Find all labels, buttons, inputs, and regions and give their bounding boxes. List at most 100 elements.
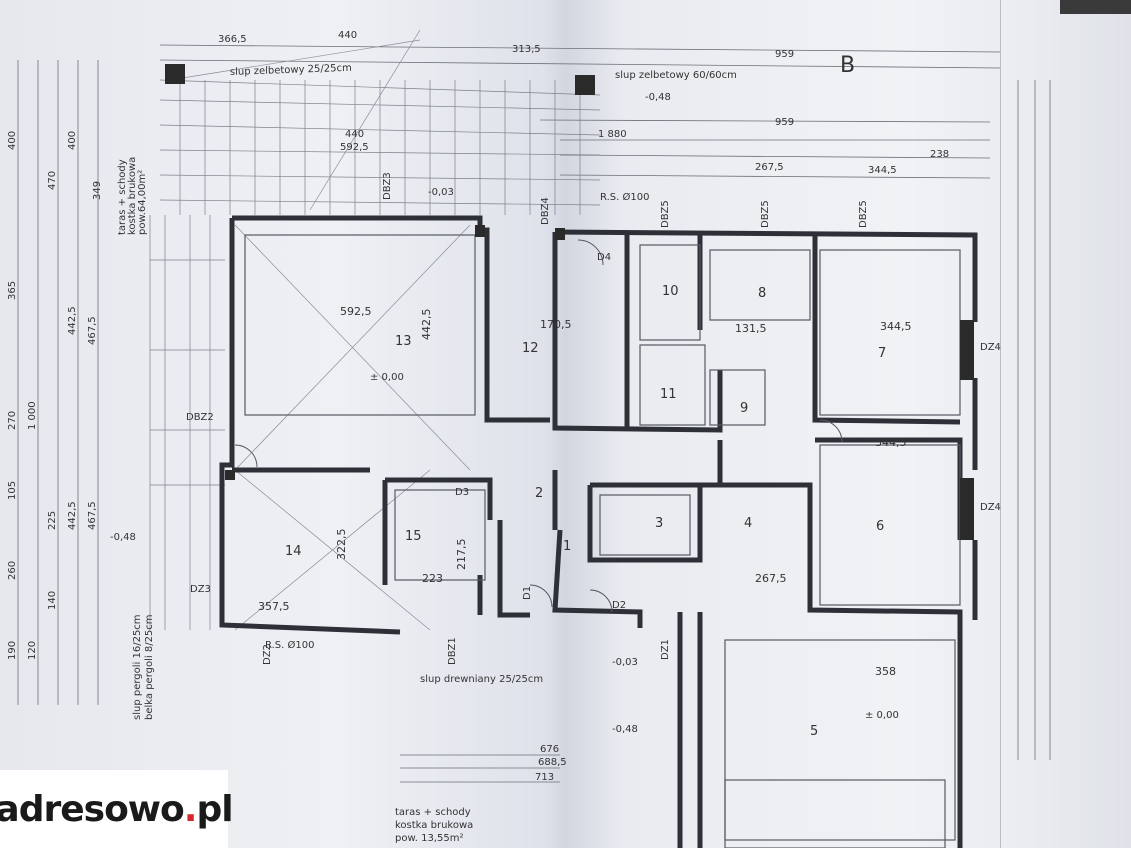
terrace-top-material: kostka brukowa — [127, 157, 138, 235]
dim-left-4: 365 — [7, 281, 18, 300]
room-6-width-top: 344,5 — [875, 436, 907, 449]
dim-left-6: 467,5 — [87, 316, 98, 345]
background-corner — [1060, 0, 1131, 14]
pergola-beam-note: belka pergoli 8/25cm — [144, 614, 155, 720]
level-mark-left: -0,48 — [110, 532, 136, 543]
room-15-width: 223 — [422, 572, 443, 585]
level-mark-top: -0,48 — [645, 92, 671, 103]
door-label-dz1: DZ1 — [660, 639, 671, 660]
room-number-11: 11 — [660, 387, 677, 402]
dim-left-14: 190 — [7, 641, 18, 660]
door-labels: DBZ3 DBZ4 DBZ5 DBZ5 DBZ5 DBZ2 DBZ1 DZ4 D… — [186, 172, 1001, 665]
room-number-14: 14 — [285, 544, 302, 559]
room-number-1: 1 — [563, 539, 571, 554]
dim-top-2: 313,5 — [512, 44, 541, 55]
watermark-logo: adresowo.pl — [0, 770, 234, 848]
dim-top-4: 592,5 — [340, 142, 369, 153]
door-label-dbz5-c: DBZ5 — [858, 200, 869, 228]
door-label-d3: D3 — [455, 487, 469, 498]
dim-left-0: 400 — [7, 131, 18, 150]
dim-top-3: 959 — [775, 49, 794, 60]
dim-top-8: 267,5 — [755, 162, 784, 173]
dim-top-7: 1 880 — [598, 129, 627, 140]
watermark-dot: . — [183, 788, 198, 830]
room-7-width: 344,5 — [880, 320, 912, 333]
terrace-bottom-label: taras + schody — [395, 807, 471, 818]
watermark-text: adresowo.pl — [0, 788, 234, 830]
room-number-9: 9 — [740, 401, 748, 416]
room-number-15: 15 — [405, 529, 422, 544]
room-4-width: 267,5 — [755, 572, 787, 585]
room-5-width: 358 — [875, 665, 896, 678]
terrace-top-label: taras + schody — [117, 159, 128, 235]
dimension-lines — [17, 44, 1051, 783]
paper-page-edge — [1000, 0, 1131, 848]
room-number-3: 3 — [655, 516, 663, 531]
room-number-10: 10 — [662, 284, 679, 299]
dim-top-6: 959 — [775, 117, 794, 128]
dim-bottom-0: 676 — [540, 744, 559, 755]
dim-left-16: 120 — [27, 641, 38, 660]
dim-bottom-2: 713 — [535, 772, 554, 783]
door-label-d2: D2 — [612, 600, 626, 611]
room-14-width: 357,5 — [258, 600, 290, 613]
room-number-6: 6 — [876, 519, 884, 534]
door-label-dz2: DZ2 — [262, 644, 273, 665]
left-dimensions: 400 470 400 349 365 442,5 467,5 1 000 27… — [7, 131, 103, 660]
room-number-8: 8 — [758, 286, 766, 301]
dim-left-10: 225 — [47, 511, 58, 530]
room-12-width: 170,5 — [540, 318, 572, 331]
dim-left-11: 442,5 — [67, 501, 78, 530]
door-label-dbz2: DBZ2 — [186, 412, 214, 423]
watermark-brand: adresowo — [0, 788, 185, 830]
level-mark-garage: ± 0,00 — [865, 710, 899, 721]
room-15-depth: 217,5 — [455, 539, 468, 571]
room-number-7: 7 — [878, 346, 886, 361]
annotations: slup zelbetowy 25/25cm slup zelbetowy 60… — [110, 53, 899, 844]
dim-left-2: 400 — [67, 131, 78, 150]
door-label-dz4-b: DZ4 — [980, 502, 1001, 513]
terrace-top-area: pow.64,00m² — [137, 170, 148, 235]
room-numbers: 13 14 15 12 10 11 8 9 7 6 4 3 2 1 5 — [285, 284, 886, 739]
terrace-bottom-material: kostka brukowa — [395, 820, 473, 831]
section-marker: B — [840, 53, 855, 78]
dim-top-5: 440 — [345, 129, 364, 140]
top-dimensions: 366,5 440 313,5 959 592,5 440 959 1 880 … — [218, 30, 949, 176]
room-13-depth: 442,5 — [420, 309, 433, 341]
dim-left-12: 467,5 — [87, 501, 98, 530]
room-13-width: 592,5 — [340, 305, 372, 318]
rain-pipe-top: R.S. Ø100 — [600, 191, 649, 203]
roof-lines — [169, 29, 471, 631]
level-mark-entry-top: -0,03 — [428, 187, 454, 198]
dim-top-0: 366,5 — [218, 34, 247, 45]
door-label-dbz5-b: DBZ5 — [760, 200, 771, 228]
door-label-dbz4: DBZ4 — [540, 197, 551, 225]
dim-left-9: 105 — [7, 481, 18, 500]
dim-left-3: 349 — [92, 181, 103, 200]
dim-left-5: 442,5 — [67, 306, 78, 335]
dim-left-13: 260 — [7, 561, 18, 580]
pergola-column-note: slup pergoli 16/25cm — [132, 614, 143, 720]
rain-pipe-left: R.S. Ø100 — [265, 639, 314, 651]
dim-left-7: 1 000 — [27, 401, 38, 430]
room-number-2: 2 — [535, 486, 543, 501]
dim-bottom-1: 688,5 — [538, 757, 567, 768]
terrace-bottom-area: pow. 13,55m² — [395, 833, 463, 844]
walls — [219, 215, 978, 848]
room-14-depth: 322,5 — [335, 529, 348, 561]
dim-top-1: 440 — [338, 30, 357, 41]
dim-left-1: 470 — [47, 171, 58, 190]
terrace-top-grid — [159, 79, 601, 215]
door-label-dbz1: DBZ1 — [447, 637, 458, 665]
room-number-5: 5 — [810, 724, 818, 739]
level-mark-entry-bottom: -0,03 — [612, 657, 638, 668]
dim-left-8: 270 — [7, 411, 18, 430]
door-swings — [234, 239, 843, 613]
room-number-13: 13 — [395, 334, 412, 349]
door-label-d1: D1 — [522, 586, 533, 600]
door-label-dbz5-a: DBZ5 — [660, 200, 671, 228]
room-number-12: 12 — [522, 341, 539, 356]
pergola-grid — [149, 215, 225, 630]
